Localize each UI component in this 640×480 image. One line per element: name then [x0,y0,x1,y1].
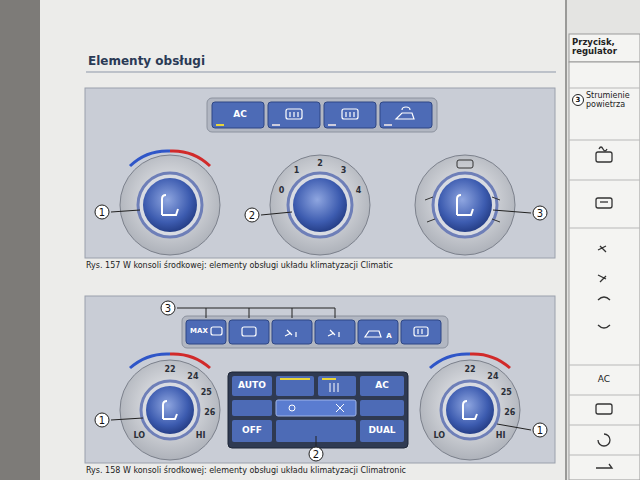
callout-number: 1 [95,413,110,428]
temperature-scale-label: HI [196,431,206,440]
left-page [40,0,565,480]
right-page [567,0,640,480]
dial-scale-label: 4 [356,187,362,196]
temperature-scale-label: 25 [501,389,512,398]
temperature-scale-label: 25 [201,389,212,398]
page-title: Elementy obsługi [88,55,205,68]
dial-scale-label: 1 [294,167,300,176]
table-cell: AC [598,375,610,385]
temperature-scale-label: LO [434,431,446,440]
button-label: AC [233,110,247,120]
left-temperature-dial [120,354,220,460]
temperature-scale-label: 26 [204,409,215,418]
temperature-dial [120,151,220,255]
table-icons [596,147,612,468]
control-unit [228,372,408,448]
climatic-buttons [212,102,432,128]
climatronic-buttons [186,320,441,344]
button-strip [207,98,437,132]
button-label: AC [375,381,389,391]
right-temperature-dial [420,354,520,460]
callout-number: 3 [161,301,176,316]
temperature-scale-label: 22 [164,366,175,375]
temperature-scale-label: LO [134,431,146,440]
table-head-cell [569,34,640,62]
figure-caption: Rys. 157 W konsoli środkowej: elementy o… [86,262,393,271]
callout-number: 2 [245,208,260,223]
callout-number: 1 [95,205,110,220]
figure-panel [85,88,555,258]
temperature-scale-label: 22 [464,366,475,375]
table-cell: Strumienie powietrza [586,92,638,110]
fan-dial [270,155,370,255]
table-column [569,62,640,480]
title-rule [86,72,556,73]
dial-scale-label: 3 [341,167,347,176]
callout-number: 2 [309,447,324,462]
dial-scale-label: 0 [279,187,285,196]
button-label: AUTO [238,381,266,391]
table-rows [569,88,640,455]
button-strip [182,316,448,348]
figure-caption: Rys. 158 W konsoli środkowej: elementy o… [86,467,406,476]
leader-lines [111,210,531,215]
temperature-scale-label: 24 [487,373,498,382]
callout-number: 3 [572,94,584,106]
air-distribution-dial [415,155,515,255]
dial-scale-label: 2 [317,160,323,169]
leader-lines [111,418,531,446]
temperature-scale-label: HI [496,431,506,440]
temperature-scale-label: 26 [504,409,515,418]
table-header: Przycisk, regulator [572,38,636,57]
temperature-scale-label: 24 [187,373,198,382]
figure-panel [85,296,555,463]
callout-number: 1 [533,423,548,438]
page-gutter [565,0,567,480]
button-label: MAX [190,328,208,336]
button-label: DUAL [368,426,395,436]
button-label: A [386,333,391,341]
button-label: OFF [242,426,262,436]
callout-bracket [177,308,335,318]
callout-number: 3 [533,206,548,221]
